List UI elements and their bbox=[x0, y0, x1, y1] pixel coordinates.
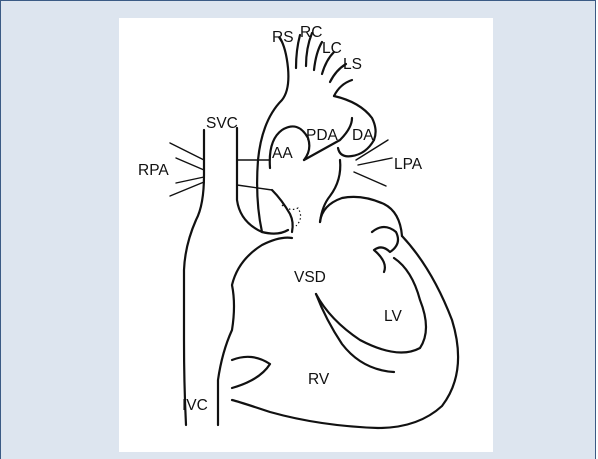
outer-heart-border bbox=[232, 236, 458, 428]
label-lpa: LPA bbox=[394, 156, 423, 173]
ivc-right-wall bbox=[218, 238, 292, 425]
svc-right-wall bbox=[237, 128, 288, 234]
label-ivc: IVC bbox=[182, 397, 208, 414]
rpa-branch bbox=[170, 143, 204, 196]
label-lv: LV bbox=[384, 308, 402, 325]
label-vsd: VSD bbox=[294, 269, 326, 286]
diagram-labels: RS RC LC LS SVC PDA DA AA RPA LPA VSD LV… bbox=[138, 24, 423, 414]
label-svc: SVC bbox=[206, 115, 238, 132]
svc-left-wall bbox=[184, 130, 204, 425]
label-pda: PDA bbox=[306, 127, 339, 144]
left-atrium-top bbox=[320, 197, 402, 236]
rc-vessel-right bbox=[314, 42, 322, 70]
lpa-branch bbox=[354, 140, 392, 186]
lpa-mid bbox=[358, 158, 392, 165]
vena-cava-outline bbox=[184, 128, 292, 425]
ventricle-outline bbox=[232, 197, 458, 428]
mitral-leaflet bbox=[372, 227, 398, 272]
label-aa: AA bbox=[272, 145, 293, 162]
label-rv: RV bbox=[308, 371, 330, 388]
rv-inner-band bbox=[232, 357, 270, 388]
rpa-upper bbox=[170, 143, 204, 160]
rpa-lower2 bbox=[176, 177, 204, 183]
label-rc: RC bbox=[300, 24, 322, 41]
ls-vessel-lower bbox=[334, 80, 352, 96]
svc-pa-connection-bottom bbox=[237, 185, 272, 190]
label-rpa: RPA bbox=[138, 162, 169, 179]
rpa-mid bbox=[176, 158, 204, 170]
lpa-lower bbox=[354, 172, 386, 186]
pa-trunk-left bbox=[272, 190, 293, 232]
label-da: DA bbox=[352, 127, 374, 144]
septum-lower bbox=[316, 294, 394, 372]
label-lc: LC bbox=[322, 40, 342, 57]
rpa-lower bbox=[170, 182, 204, 196]
label-rs: RS bbox=[272, 29, 294, 46]
interventricular-septum bbox=[316, 258, 426, 353]
label-ls: LS bbox=[343, 56, 362, 73]
